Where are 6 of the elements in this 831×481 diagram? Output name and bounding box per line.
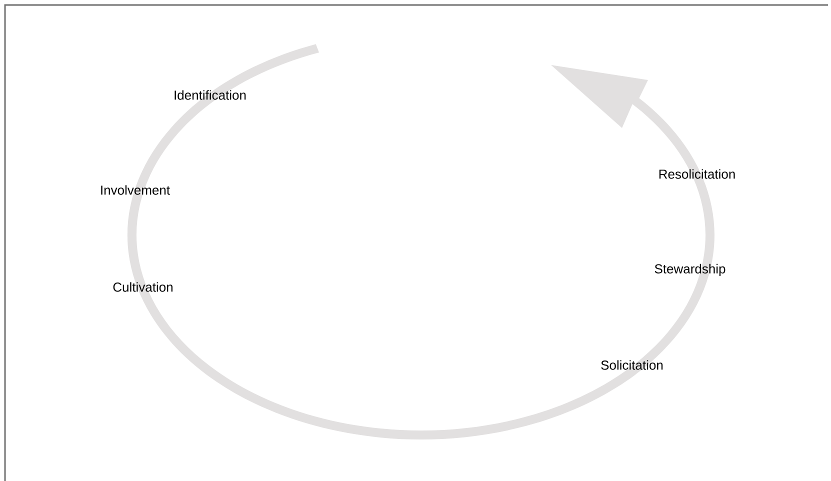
stage-label: Solicitation (601, 360, 663, 370)
stage-label: Identification (174, 90, 246, 100)
stage-label: Resolicitation (659, 169, 735, 179)
stage-label: Involvement (101, 185, 170, 195)
stage-label: Cultivation (113, 282, 172, 292)
stage-label: Stewardship (654, 264, 726, 276)
